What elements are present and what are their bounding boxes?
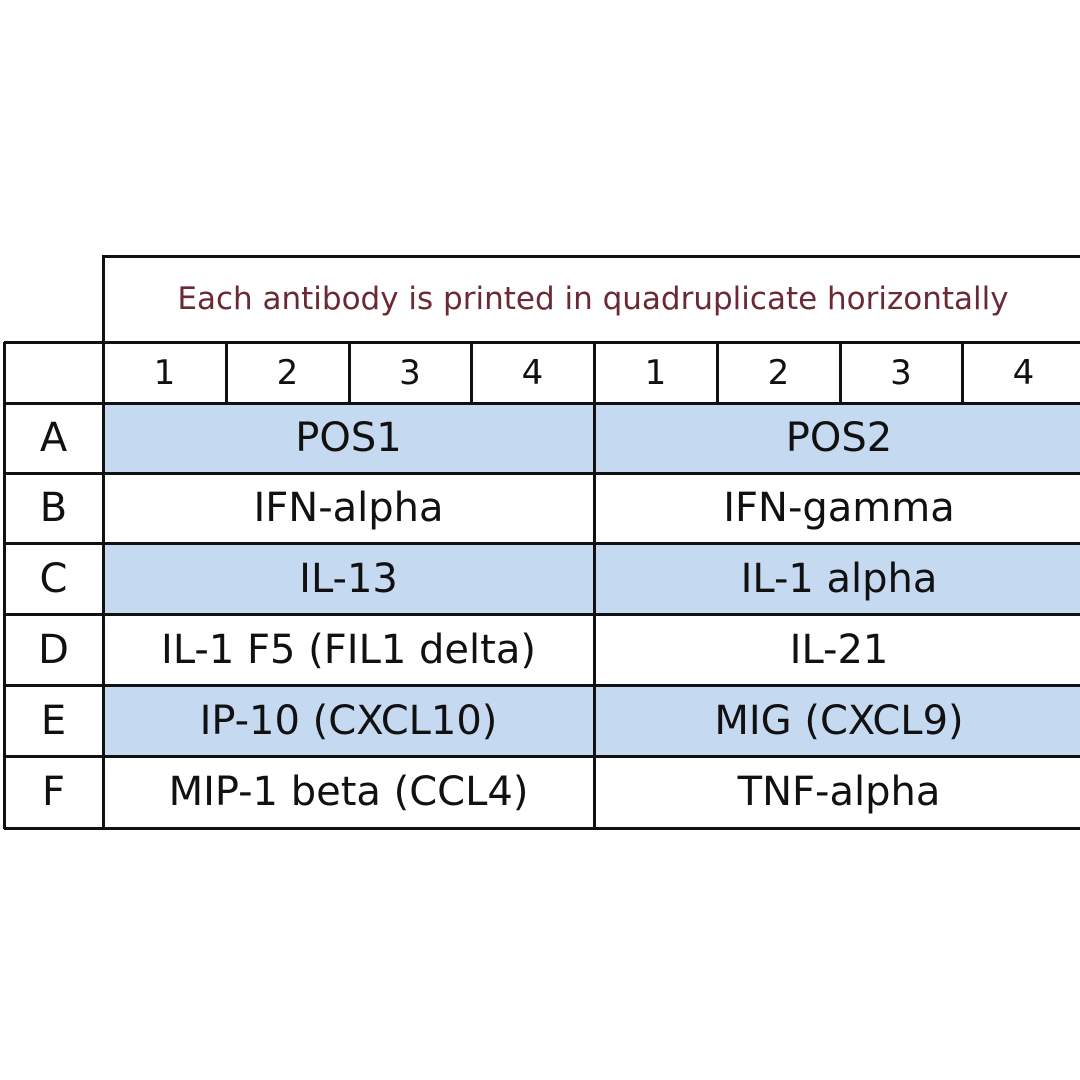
row-label: E: [40, 697, 67, 744]
antibody-cell: TNF-alpha: [737, 769, 941, 815]
grid-line: [4, 827, 1080, 830]
grid-line: [102, 256, 105, 829]
antibody-cell: IL-1 F5 (FIL1 delta): [161, 626, 536, 673]
antibody-cell: IFN-alpha: [253, 485, 444, 531]
column-number: 2: [767, 352, 790, 393]
column-number: 3: [399, 352, 421, 393]
antibody-cell: POS1: [103, 403, 594, 473]
row-label: F: [41, 769, 65, 815]
grid-line: [839, 342, 842, 403]
row-label: A: [39, 415, 68, 461]
grid-line: [4, 402, 1080, 405]
antibody-cell: IL-13: [103, 543, 594, 614]
antibody-cell: POS2: [594, 403, 1080, 473]
grid-line: [716, 342, 719, 403]
grid-line: [348, 342, 351, 403]
column-number: 4: [521, 352, 544, 393]
antibody-cell: IL-1 alpha: [594, 543, 1080, 614]
grid-line: [102, 255, 1080, 258]
column-number: 1: [153, 352, 176, 393]
antibody-cell: MIG (CXCL9): [594, 685, 1080, 756]
row-label: C: [39, 555, 68, 602]
grid-line: [961, 342, 964, 403]
grid-line: [3, 342, 6, 829]
column-number: 1: [644, 352, 667, 393]
row-label: D: [38, 626, 69, 673]
header-cell: Each antibody is printed in quadruplicat…: [103, 256, 1080, 342]
grid-line: [4, 542, 1080, 545]
antibody-cell: IL-21: [789, 626, 889, 673]
antibody-cell: IFN-gamma: [723, 485, 955, 531]
header-text: Each antibody is printed in quadruplicat…: [177, 281, 1009, 317]
grid-line: [4, 341, 1080, 344]
grid-line: [225, 342, 228, 403]
grid-line: [470, 342, 473, 403]
antibody-cell: MIP-1 beta (CCL4): [168, 769, 529, 815]
grid-line: [4, 613, 1080, 616]
grid-line: [593, 342, 596, 829]
column-number: 3: [890, 352, 912, 393]
grid-line: [4, 684, 1080, 687]
grid-line: [4, 755, 1080, 758]
column-number: 4: [1012, 352, 1035, 393]
column-number: 2: [276, 352, 299, 393]
antibody-cell: IP-10 (CXCL10): [103, 685, 594, 756]
grid-line: [4, 472, 1080, 475]
row-label: B: [39, 485, 68, 531]
